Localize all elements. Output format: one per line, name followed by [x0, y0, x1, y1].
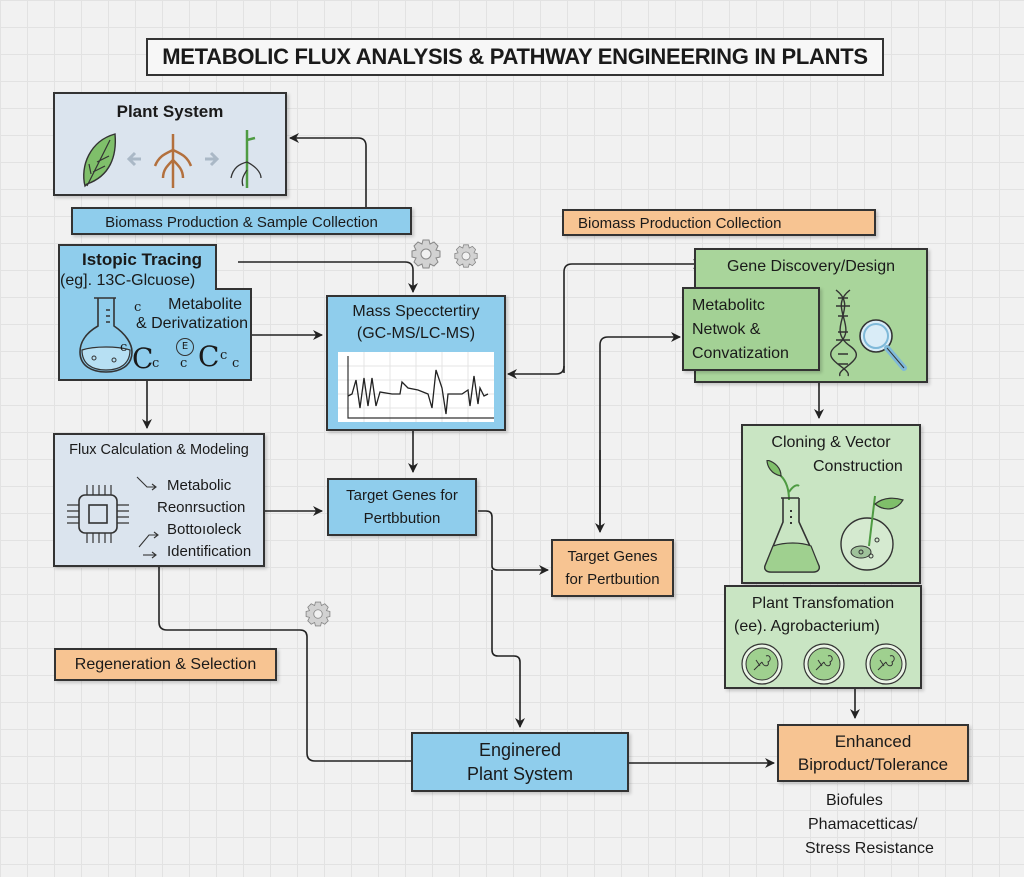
- dna-icon: [830, 289, 858, 377]
- dna-magnifier-icon: [830, 289, 907, 377]
- flux-metabolic-label: Metabolic: [167, 477, 232, 494]
- plant-transformation-box: Plant Transfomation (ee). Agrobacterium): [724, 585, 922, 689]
- isotopic-tracing-title: Istopic Tracing: [82, 250, 202, 269]
- diagram-title: METABOLIC FLUX ANALYSIS & PATHWAY ENGINE…: [146, 38, 884, 76]
- arrow-network-target-genes: [599, 332, 681, 528]
- chip-icon: [67, 485, 129, 543]
- outcome-pharmaceuticals: Phamacetticas/: [808, 816, 918, 833]
- arrow-target-to-orange: [478, 510, 549, 575]
- carbon-glyph: c: [232, 356, 240, 371]
- arrow-isotopic-to-mass-spec-top: [238, 261, 418, 293]
- regeneration-label: Regeneration & Selection: [74, 656, 257, 673]
- target-genes-blue-box: Target Genes for Pertbbution: [327, 478, 477, 536]
- carbon-glyph: c: [220, 348, 228, 363]
- outcome-biofuels: Biofules: [826, 792, 883, 809]
- carbon-glyph: C: [198, 340, 220, 373]
- engineered-line2: Plant System: [466, 764, 574, 784]
- metabolic-network-box: Metabolitc Netwok & Convatization: [682, 287, 820, 371]
- carbon-glyph: c: [120, 340, 128, 355]
- arrow-target-to-engineered: [491, 570, 525, 728]
- arrow-right-icon: [205, 151, 220, 167]
- carbon-glyph: c: [134, 300, 142, 315]
- engineered-line1: Enginered: [478, 740, 562, 760]
- isotopic-tracing-example: (eg]. 13C-Glcuose): [60, 272, 196, 289]
- isotopic-tracing-box: [58, 244, 252, 381]
- enhanced-line1: Enhanced: [834, 732, 912, 751]
- plant-system-label: Plant System: [116, 102, 224, 121]
- target-genes-orange-line2: for Pertbuıtion: [565, 571, 660, 588]
- petri-dish-icon: [865, 643, 907, 685]
- flask-icon: [79, 297, 133, 373]
- mass-spec-box: Mass Specctertiry (GC-MS/LC-MS): [326, 295, 506, 431]
- target-genes-blue-line2: Pertbbution: [363, 510, 441, 527]
- target-genes-blue-line1: Target Genes for: [346, 487, 458, 504]
- carbon-glyph: c: [152, 356, 160, 371]
- target-genes-orange-box: Target Genes for Pertbuıtion: [551, 539, 674, 597]
- flux-arrows-icon: [136, 476, 159, 559]
- gear-icon: [411, 239, 441, 269]
- root-icon: [153, 134, 193, 188]
- arrow-left-icon: [126, 151, 141, 167]
- gear-icons: [411, 239, 478, 269]
- derivatization-label: & Derivatization: [135, 315, 248, 332]
- petri-dish-icon: [741, 643, 783, 685]
- spectrum-chart-icon: [338, 352, 494, 422]
- enhanced-line2: Biproduct/Tolerance: [797, 755, 949, 774]
- mass-spec-title: Mass Specctertiry: [352, 303, 480, 320]
- gear-icon: [305, 601, 331, 627]
- biomass-sample-box: Biomass Production & Sample Collection: [71, 207, 412, 235]
- outcome-stress-resistance: Stress Resistance: [805, 840, 934, 857]
- metabolite-label: Metabolite: [168, 296, 242, 313]
- metabolic-network-line2: Netwok &: [692, 321, 761, 338]
- arrow-biomass-to-plant-system: [289, 133, 367, 208]
- cell-sprout-icon: [840, 495, 904, 571]
- petri-dish-icon: [803, 643, 845, 685]
- metabolic-network-line1: Metabolitc: [692, 297, 765, 314]
- target-genes-orange-line1: Target Genes: [567, 548, 658, 565]
- plant-system-icons: [83, 130, 262, 188]
- carbon-glyph: c: [180, 356, 188, 371]
- biomass-collection-box: Biomass Production Collection: [562, 209, 876, 236]
- carbon-glyph: C: [132, 342, 154, 375]
- magnifier-icon: [859, 319, 907, 371]
- flux-identification-label: Identification: [167, 543, 252, 560]
- cloning-line2: Construction: [813, 458, 903, 475]
- mass-spec-subtitle: (GC-MS/LC-MS): [356, 325, 476, 342]
- plant-transformation-line2: (ee). Agrobacterium): [734, 618, 880, 635]
- leaf-icon: [83, 133, 117, 188]
- cloning-line1: Cloning & Vector: [771, 434, 891, 451]
- petri-dishes-icon: [741, 643, 907, 685]
- metabolic-network-line3: Convatization: [692, 345, 789, 362]
- cloning-box: Cloning & Vector Construction: [741, 424, 921, 584]
- seedling-root-icon: [230, 130, 262, 188]
- flux-calculation-title: Flux Calculation & Modeling: [69, 442, 249, 458]
- plant-system-box: Plant System: [53, 92, 287, 196]
- engineered-plant-box: Enginered Plant System: [411, 732, 629, 792]
- flux-calculation-box: Flux Calculation & Modeling Metabolic Re…: [53, 433, 265, 567]
- flask-sprout-icon: [764, 460, 820, 573]
- plant-transformation-line1: Plant Transfomation: [751, 595, 895, 612]
- biomass-collection-label: Biomass Production Collection: [578, 215, 782, 232]
- flux-reconstruction-label: Reonrsuction: [157, 499, 246, 516]
- carbon-glyph: E: [176, 338, 194, 356]
- gene-discovery-label: Gene Discovery/Design: [726, 258, 896, 275]
- flux-bottleneck-label: Bottoıoleck: [167, 521, 242, 538]
- regeneration-box: Regeneration & Selection: [54, 648, 277, 681]
- gear-icon: [454, 244, 478, 268]
- biomass-sample-label: Biomass Production & Sample Collection: [105, 214, 378, 231]
- enhanced-box: Enhanced Biproduct/Tolerance: [777, 724, 969, 782]
